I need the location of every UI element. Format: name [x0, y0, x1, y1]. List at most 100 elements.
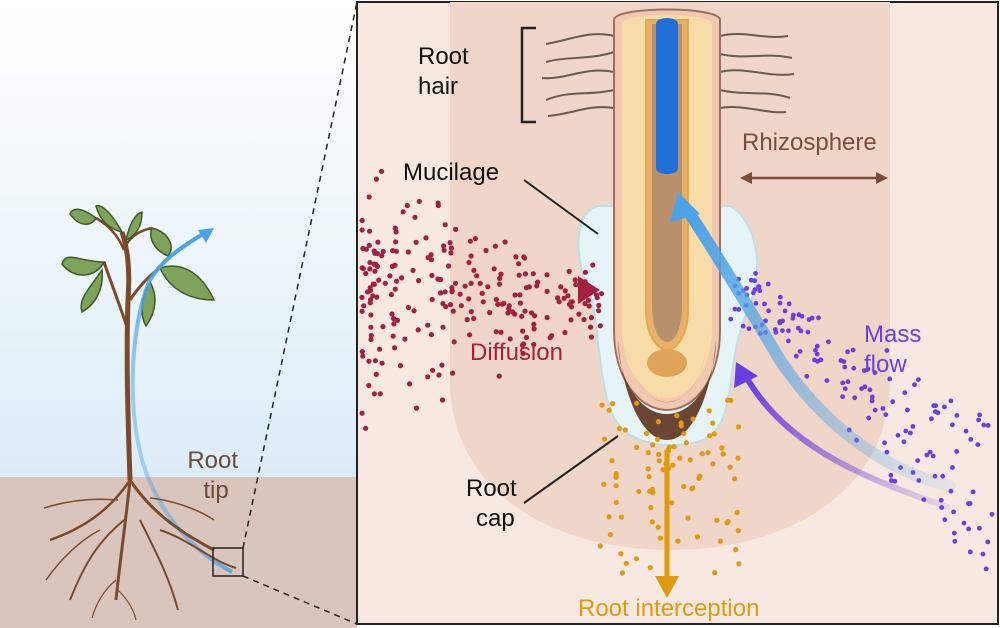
particle	[838, 358, 844, 363]
particle	[391, 316, 397, 322]
particle	[359, 265, 365, 271]
particle	[512, 311, 518, 317]
particle	[466, 259, 472, 266]
particle	[647, 565, 653, 571]
particle	[753, 300, 759, 306]
particle	[766, 308, 771, 314]
particle	[694, 534, 701, 540]
particle	[376, 277, 382, 283]
particle	[597, 323, 603, 329]
particle	[763, 318, 768, 324]
particle	[359, 308, 365, 314]
particle	[471, 315, 477, 322]
particle	[645, 450, 651, 456]
particle	[968, 437, 974, 442]
particle	[607, 532, 614, 538]
particle	[366, 382, 372, 389]
root-body	[613, 8, 721, 440]
particle	[942, 517, 948, 523]
particle	[782, 308, 788, 314]
particle	[889, 478, 894, 483]
particle	[416, 278, 422, 284]
particle	[756, 284, 762, 290]
particle	[366, 194, 372, 200]
particle	[519, 313, 525, 319]
particle	[520, 350, 526, 357]
particle	[736, 424, 742, 430]
plant-scene: Root tip	[0, 0, 358, 628]
particle	[606, 407, 612, 413]
particle	[371, 261, 377, 267]
particle	[805, 329, 811, 335]
particle	[910, 424, 916, 429]
root-hairs	[541, 33, 795, 117]
particle	[561, 295, 567, 301]
particle	[912, 382, 917, 388]
particle	[466, 296, 472, 302]
particle	[888, 472, 894, 478]
particle	[852, 395, 858, 401]
particle	[360, 353, 366, 359]
particle	[711, 431, 717, 437]
particle	[410, 267, 416, 273]
particle	[493, 329, 499, 335]
particle	[379, 360, 385, 366]
particle	[735, 528, 741, 534]
particle	[699, 451, 705, 457]
particle	[609, 458, 615, 464]
particle	[458, 303, 464, 309]
particle	[951, 509, 956, 515]
plant-roots	[43, 479, 237, 621]
particle	[961, 520, 967, 526]
particle	[379, 253, 385, 259]
particle	[677, 455, 683, 461]
particle	[585, 297, 592, 303]
particle	[981, 422, 987, 428]
particle	[842, 364, 848, 370]
particle	[435, 200, 441, 206]
particle	[845, 349, 850, 355]
mass-flow-arrowhead-icon	[734, 362, 758, 388]
particle	[435, 276, 441, 282]
particle	[816, 315, 821, 321]
particle	[576, 311, 582, 317]
particle	[400, 209, 406, 215]
particle	[826, 339, 831, 345]
particle	[371, 391, 377, 397]
particle	[777, 300, 783, 306]
particle	[388, 292, 394, 298]
particle	[425, 322, 431, 328]
particle	[660, 467, 666, 473]
particle	[670, 462, 676, 468]
particle	[606, 514, 612, 520]
particle	[391, 321, 397, 327]
particle	[598, 291, 605, 297]
mass-flow-arrow	[745, 378, 951, 511]
particle	[368, 324, 374, 330]
particle	[655, 419, 662, 425]
particle	[596, 308, 602, 314]
particle	[765, 281, 771, 287]
particle	[882, 440, 887, 446]
particle	[740, 323, 746, 329]
particle	[493, 296, 499, 303]
particle	[593, 292, 600, 298]
particle	[447, 240, 453, 246]
particle	[402, 336, 408, 342]
particle	[636, 488, 642, 495]
particle	[392, 262, 398, 268]
particle	[517, 300, 524, 306]
particle	[616, 426, 623, 432]
particle	[706, 408, 712, 414]
particle	[814, 351, 820, 357]
particle	[528, 310, 535, 316]
particle	[809, 315, 815, 321]
particle	[451, 339, 457, 345]
particle	[452, 280, 459, 286]
particle	[425, 255, 431, 261]
particle	[389, 311, 395, 317]
particle	[412, 214, 418, 220]
particle	[522, 308, 528, 314]
particle	[360, 245, 366, 252]
particle	[681, 483, 687, 490]
